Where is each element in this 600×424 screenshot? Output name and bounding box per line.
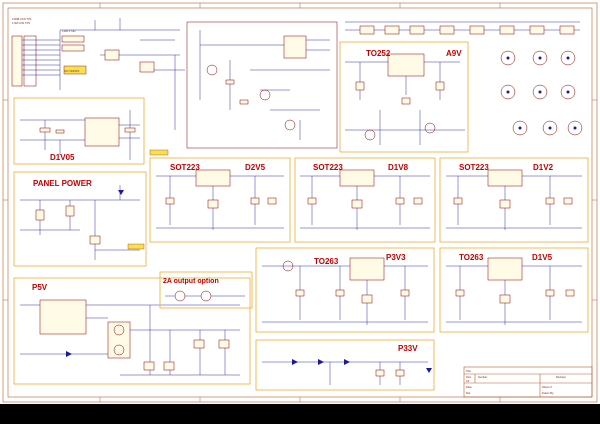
tb-date-label: Date: — [466, 385, 472, 389]
to263-p3v3-block: TO263 P3V3 — [255, 247, 435, 333]
d1v8-label: D1V8 — [388, 163, 409, 172]
d1v05-block: D1V05 — [13, 97, 145, 165]
tb-size-label: Size — [466, 375, 472, 379]
sot223-d2v5-block: SOT223 D2V5 — [149, 157, 291, 243]
tb-title-label: Title — [466, 369, 471, 373]
output-option-block: 2A output option — [159, 271, 253, 309]
input-connector-area: 0.5DB CON TXS 1.5M CON TXS L100 4.7uH DL… — [11, 17, 185, 130]
to252-label: TO252 — [366, 49, 391, 58]
p33v-block: P33V — [255, 339, 435, 391]
d2v5-label: D2V5 — [245, 163, 266, 172]
p3v3-label: P3V3 — [386, 253, 406, 262]
tb-revision-label: Revision — [556, 375, 567, 379]
tb-size-value: A3 — [466, 379, 470, 383]
panel-power-label: PANEL POWER — [33, 179, 92, 188]
top-right-parts — [345, 21, 583, 136]
tb-number-label: Number — [478, 375, 487, 379]
panel-power-block: PANEL POWER — [13, 171, 147, 267]
sot223-a-label: SOT223 — [170, 163, 200, 172]
a9v-label: A9V — [446, 49, 462, 58]
bottom-black-bar — [0, 404, 600, 424]
p33v-label: P33V — [398, 344, 418, 353]
to263-b-label: TO263 — [459, 253, 484, 262]
tb-drawn-label: Drawn By: — [542, 391, 554, 395]
svg-text:DLY ON/OFF: DLY ON/OFF — [64, 69, 80, 73]
to252-a9v-block: TO252 A9V — [339, 41, 469, 153]
svg-text:0.5DB CON TXS: 0.5DB CON TXS — [12, 17, 32, 21]
d1v05-label: D1V05 — [50, 153, 75, 162]
sot223-d1v2-block: SOT223 D1V2 — [439, 157, 589, 243]
title-block: Title Size A3 Number Revision Date: File… — [463, 366, 593, 398]
to263-d1v5-block: TO263 D1V5 — [439, 247, 589, 333]
sot223-d1v8-block: SOT223 D1V8 — [294, 157, 436, 243]
svg-text:1.5M CON TXS: 1.5M CON TXS — [12, 21, 30, 25]
sot223-c-label: SOT223 — [459, 163, 489, 172]
tb-sheet-label: Sheet of — [542, 385, 552, 389]
p5v-block: P5V — [13, 277, 251, 385]
frame-ruler-ticks — [3, 3, 597, 402]
p5v-label: P5V — [32, 283, 48, 292]
to263-a-label: TO263 — [314, 257, 339, 266]
center-top-circuit — [149, 21, 338, 156]
d1v2-label: D1V2 — [533, 163, 554, 172]
tb-file-label: File: — [466, 391, 471, 395]
sot223-b-label: SOT223 — [313, 163, 343, 172]
output-option-label: 2A output option — [163, 278, 219, 285]
mounting-holes — [500, 50, 583, 136]
svg-text:L100 4.7uH: L100 4.7uH — [62, 29, 76, 33]
d1v5-label: D1V5 — [532, 253, 553, 262]
